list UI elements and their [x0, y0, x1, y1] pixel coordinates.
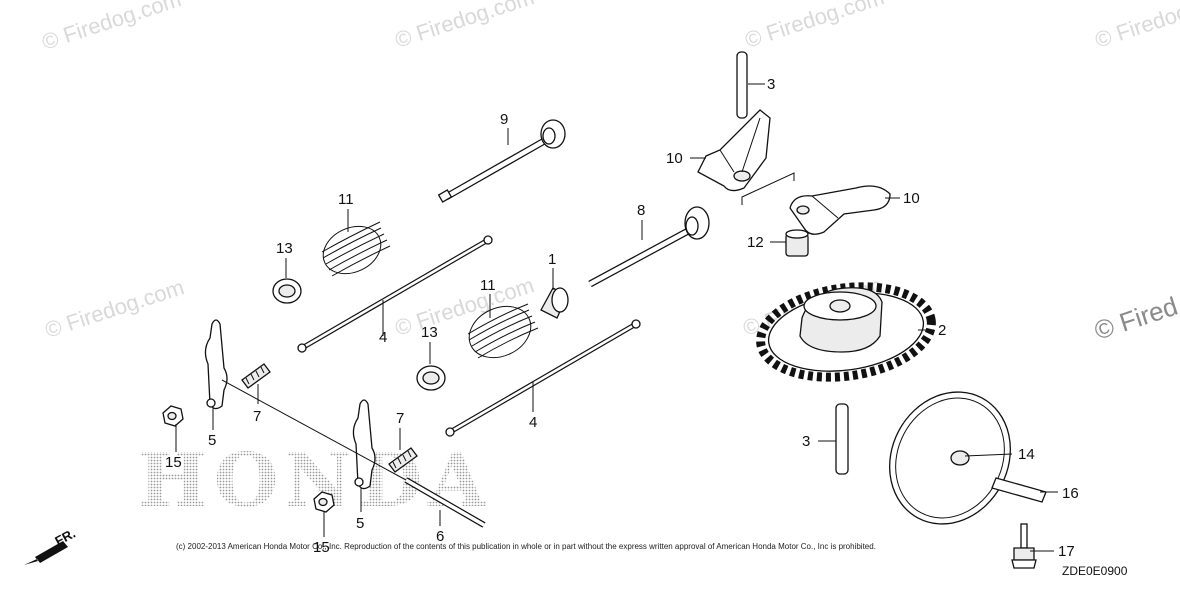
spring-retainer-13b [416, 365, 446, 391]
watermark: © Firedog.com [1092, 0, 1180, 53]
callout-7b: 7 [396, 410, 404, 427]
diagram-code: ZDE0E0900 [1062, 564, 1128, 578]
copyright-notice: (c) 2002-2013 American Honda Motor Co., … [176, 542, 876, 551]
watermark: © Firedog.com [742, 0, 887, 53]
callout-5b: 5 [356, 515, 364, 532]
assembly-bracket-line [741, 172, 795, 205]
camshaft-gear-2 [756, 282, 936, 382]
pin-3-top [736, 51, 748, 119]
callout-15b: 15 [313, 539, 330, 556]
rocker-arm-5b [352, 399, 376, 490]
pushrod-4b [445, 319, 641, 437]
rocker-arm-5a [204, 319, 228, 410]
rocker-shaft-6 [221, 379, 486, 528]
callout-2: 2 [938, 322, 946, 339]
callout-1: 1 [548, 251, 556, 268]
cam-follower-10b [789, 185, 891, 235]
callout-12: 12 [747, 234, 764, 251]
callout-7a: 7 [253, 408, 261, 425]
callout-17: 17 [1058, 543, 1075, 560]
callout-9: 9 [500, 111, 508, 128]
leader-lines [175, 83, 1058, 552]
callout-11b: 11 [480, 277, 496, 294]
valve-part-8 [588, 206, 710, 288]
valve-part-9 [437, 119, 566, 203]
nut-15a [162, 405, 184, 427]
pushrod-4a [297, 235, 493, 353]
callout-10b: 10 [903, 190, 920, 207]
watermark: © Firedog.com [39, 0, 184, 55]
adjuster-screw-7a [241, 363, 271, 389]
governor-plate-14 [889, 391, 1011, 525]
valve-seal-part-1 [540, 287, 569, 319]
valve-spring-11a [321, 221, 391, 277]
callout-11a: 11 [338, 191, 354, 208]
callout-13b: 13 [421, 324, 438, 341]
nut-15b [313, 491, 335, 513]
callout-4b: 4 [529, 414, 537, 431]
watermark: © Firedog.com [392, 0, 537, 53]
watermark-edge: © Fired [1091, 291, 1180, 346]
front-direction-arrow: FR. [24, 526, 78, 565]
callout-6: 6 [436, 528, 444, 545]
callout-3-top: 3 [767, 76, 775, 93]
callout-13a: 13 [276, 240, 293, 257]
spring-retainer-13a [272, 278, 302, 304]
callout-3-lower: 3 [802, 433, 810, 450]
callout-16: 16 [1062, 485, 1079, 502]
adjuster-screw-7b [388, 447, 418, 473]
watermark: © Firedog.com [42, 274, 187, 342]
callout-15a: 15 [165, 454, 182, 471]
bolt-17 [1011, 523, 1037, 569]
cam-follower-10a [697, 109, 771, 192]
watermark-layer: © Firedog.com © Firedog.com © Firedog.co… [39, 0, 1180, 346]
pin-16 [991, 477, 1047, 503]
callout-8: 8 [637, 202, 645, 219]
callout-14: 14 [1018, 446, 1035, 463]
pin-3-lower [835, 403, 849, 475]
honda-brand-text: HONDA [138, 438, 492, 524]
callout-numbers: 1 2 3 3 4 4 5 5 6 7 7 8 9 10 10 11 11 12… [165, 76, 1079, 560]
callout-10a: 10 [666, 150, 683, 167]
collar-12 [785, 229, 809, 257]
callout-4a: 4 [379, 329, 387, 346]
callout-5a: 5 [208, 432, 216, 449]
